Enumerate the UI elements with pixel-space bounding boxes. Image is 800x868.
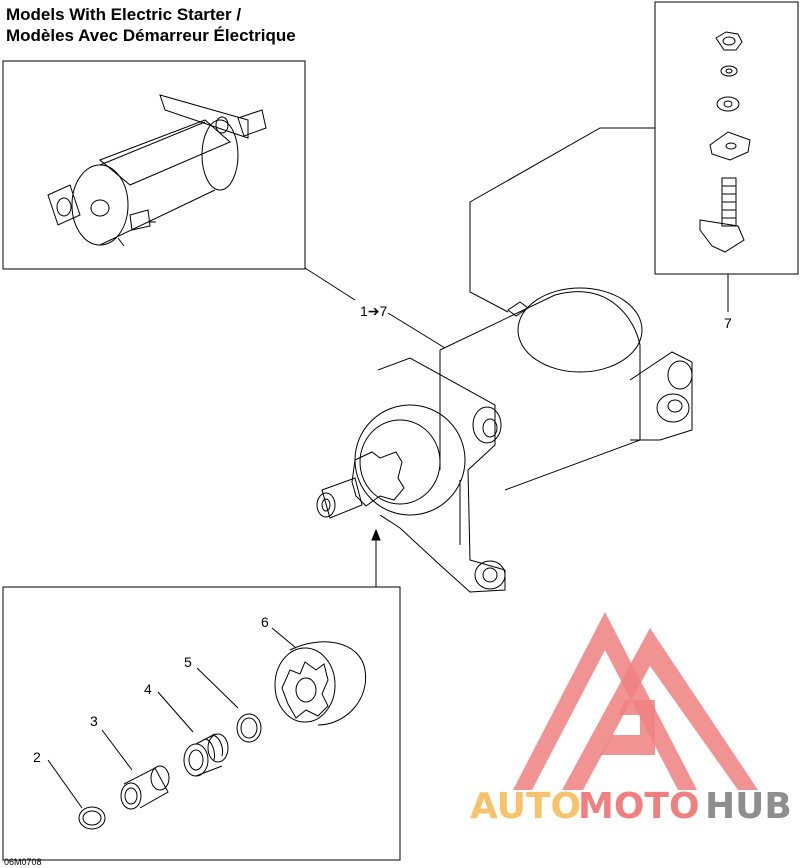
callout-5: 5 (184, 654, 192, 670)
callout-2: 2 (33, 749, 41, 765)
spring-sleeve-icon (183, 733, 229, 777)
starter-assembly-small (47, 94, 267, 247)
hardware-inset (654, 1, 799, 275)
lock-washer-icon (720, 65, 738, 77)
drive-parts-inset (2, 586, 401, 861)
sleeve-icon (120, 765, 170, 810)
thrust-washer-icon (236, 713, 262, 743)
callout-4: 4 (144, 681, 152, 697)
terminal-clip-icon (709, 131, 751, 161)
figure-code: 06M0708 (4, 857, 42, 867)
callout-range: 1➔7 (360, 303, 388, 319)
drive-parts (47, 627, 367, 830)
pinion-gear-icon (274, 641, 367, 726)
flat-washer-icon (716, 96, 740, 112)
leader-range-left (304, 267, 356, 301)
logo-text-hub: HUB (705, 786, 792, 827)
leader-hardware (469, 127, 655, 313)
page-title: Models With Electric Starter / Modèles A… (6, 4, 296, 46)
hardware-stack (699, 31, 751, 253)
automotohub-logo: AUTO MOTO HUB (470, 612, 792, 827)
logo-triangle-mid (562, 628, 758, 790)
callout-6: 6 (261, 614, 269, 630)
logo-inner-g (600, 700, 655, 755)
stud-base-icon (699, 219, 745, 253)
logo-text-moto: MOTO (578, 786, 700, 827)
nut-icon (715, 31, 743, 51)
title-line-1: Models With Electric Starter / (6, 5, 242, 24)
logo-triangle-outer (513, 612, 697, 790)
title-line-2: Modèles Avec Démarreur Électrique (6, 26, 296, 45)
leader-arrow (371, 528, 381, 541)
retaining-ring-icon (78, 806, 106, 830)
starter-overview-inset (2, 60, 306, 270)
callout-7: 7 (724, 315, 732, 331)
leader-range-right (387, 312, 446, 349)
logo-text-auto: AUTO (470, 786, 581, 827)
callout-3: 3 (90, 713, 98, 729)
starter-assembly-main (316, 287, 693, 593)
